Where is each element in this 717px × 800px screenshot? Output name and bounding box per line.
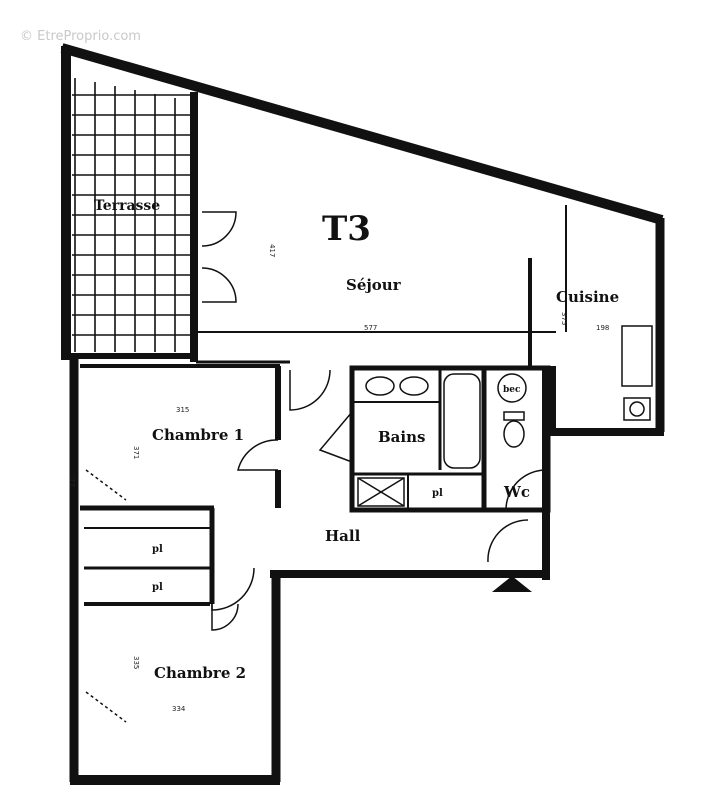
dimension-chambre2-width: 334 — [172, 705, 186, 713]
room-label-terrasse: Terrasse — [94, 198, 160, 214]
closet-label: pl — [432, 488, 443, 499]
toilet-icon — [503, 420, 525, 448]
boiler-icon — [497, 373, 527, 403]
room-label-hall: Hall — [325, 527, 361, 545]
dimension-sejour-height: 417 — [268, 244, 276, 257]
exterior-walls — [60, 43, 665, 785]
room-label-cuisine: Cuisine — [556, 288, 619, 306]
watermark: © EtreProprio.com — [20, 29, 141, 44]
terrace-grid — [72, 78, 192, 352]
dimension-left-wall: 77 — [68, 478, 76, 487]
closet-label: pl — [152, 544, 163, 555]
dimension-sejour-width: 577 — [364, 324, 377, 332]
dimension-chambre2-height: 335 — [132, 656, 140, 669]
entrance-marker-icon — [492, 576, 532, 592]
interior-walls — [80, 205, 567, 606]
dimension-chambre1-width: 315 — [176, 406, 189, 414]
closet-label: pl — [152, 582, 163, 593]
room-label-bains: Bains — [378, 428, 425, 446]
sink-icon — [399, 376, 429, 396]
fixtures — [357, 325, 653, 507]
room-label-chambre-2: Chambre 2 — [154, 664, 246, 682]
dimension-cuisine-height: 375 — [560, 312, 568, 325]
dimension-chambre1-height: 371 — [132, 446, 140, 459]
boiler-label: bec — [503, 385, 521, 395]
doors — [85, 211, 547, 723]
room-label-wc: Wc — [503, 483, 530, 501]
dimension-cuisine-width: 198 — [596, 324, 609, 332]
sink-icon — [365, 376, 395, 396]
bathtub-icon — [443, 373, 481, 469]
room-label-chambre-1: Chambre 1 — [152, 426, 244, 444]
room-label-sejour: Séjour — [346, 276, 402, 294]
apartment-type-label: T3 — [322, 209, 371, 249]
